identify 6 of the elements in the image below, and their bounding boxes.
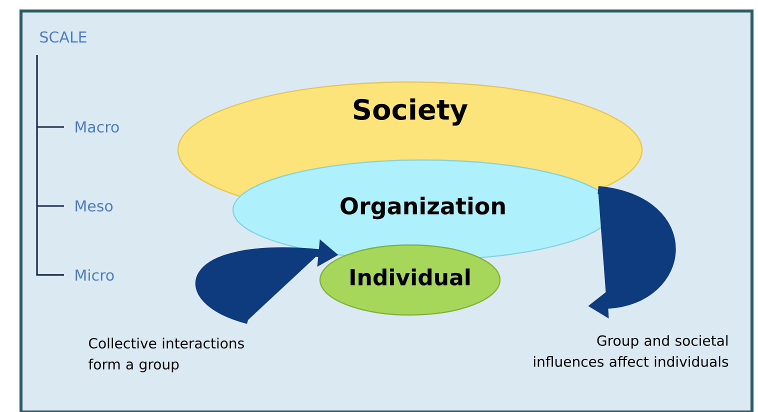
caption: Collective interactions form a group [88, 338, 244, 372]
caption: Group and societal influences affect individuals [534, 335, 728, 367]
scale-level: Meso [76, 200, 113, 212]
scale-heading: SCALE [40, 31, 86, 43]
scale-level: Micro [76, 269, 114, 281]
scale-level: Macro [76, 121, 119, 133]
